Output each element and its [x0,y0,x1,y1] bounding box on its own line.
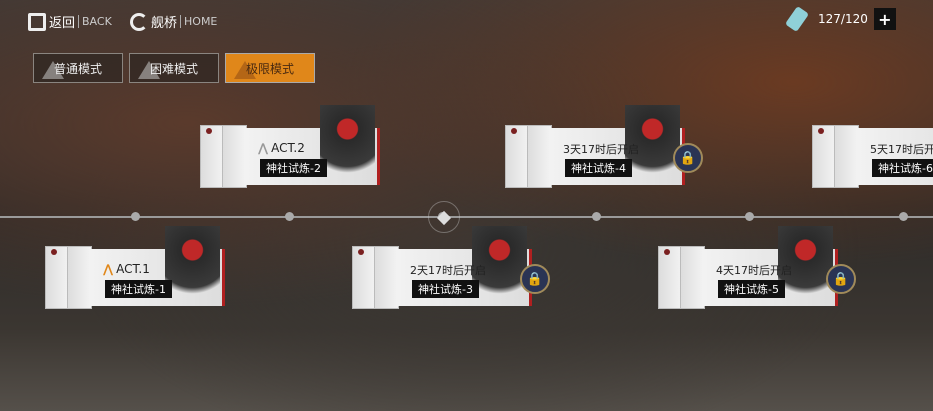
home-icon [130,12,148,31]
stage-card-6[interactable]: 5天17时后开启 神社试炼-6 [812,125,933,188]
home-label-en: HOME [180,15,217,28]
mode-icon [138,61,160,79]
mode-label: 极限模式 [245,61,294,76]
timeline [0,216,933,218]
unlock-countdown: 3天17时后开启 [563,143,639,156]
back-label: 返回 [49,16,76,31]
mode-icon [42,61,64,79]
lock-icon: 🔒 [826,264,856,294]
add-stamina-button[interactable]: + [873,8,896,30]
timeline-node [285,212,294,221]
mech-portrait [165,226,220,306]
mech-portrait [472,226,527,306]
stage-name: 神社试炼-3 [412,280,479,298]
lock-icon: 🔒 [673,143,703,173]
act-label: ACT.1 [116,262,150,276]
stage-card-3[interactable]: 2天17时后开启 神社试炼-3 🔒 [352,226,550,309]
stage-card-1[interactable]: ⋀ACT.1 神社试炼-1 [45,226,225,309]
timeline-center-icon [428,201,460,233]
mode-hard-tab[interactable]: 困难模式 [129,53,219,83]
timeline-node [899,212,908,221]
mode-extreme-tab[interactable]: 极限模式 [225,53,315,83]
mech-portrait [625,105,680,185]
stage-name: 神社试炼-4 [565,159,632,177]
stage-card-2[interactable]: ⋀ACT.2 神社试炼-2 [200,105,380,188]
stage-card-5[interactable]: 4天17时后开启 神社试炼-5 🔒 [658,226,856,309]
home-label: 舰桥 [151,16,178,31]
act-icon: ⋀ [103,262,114,276]
mech-portrait [778,226,833,306]
back-label-en: BACK [78,15,112,28]
act-icon: ⋀ [258,141,269,155]
back-icon [28,12,46,31]
lock-icon: 🔒 [520,264,550,294]
mode-label: 普通模式 [53,61,102,76]
mode-icon [234,61,256,79]
unlock-countdown: 5天17时后开启 [870,143,933,156]
timeline-node [745,212,754,221]
stage-name: 神社试炼-5 [718,280,785,298]
stage-name: 神社试炼-1 [105,280,172,298]
stage-name: 神社试炼-6 [872,159,933,177]
stamina-resource: 127/120 + [784,5,896,33]
timeline-node [131,212,140,221]
mode-label: 困难模式 [149,61,198,76]
timeline-node [592,212,601,221]
stamina-value: 127/120 [818,12,868,26]
mode-normal-tab[interactable]: 普通模式 [33,53,123,83]
stage-name: 神社试炼-2 [260,159,327,177]
unlock-countdown: 4天17时后开启 [716,264,792,277]
unlock-countdown: 2天17时后开启 [410,264,486,277]
act-label: ACT.2 [271,141,305,155]
stage-card-4[interactable]: 3天17时后开启 神社试炼-4 🔒 [505,105,703,188]
mech-portrait [320,105,375,185]
stamina-icon [784,5,810,33]
